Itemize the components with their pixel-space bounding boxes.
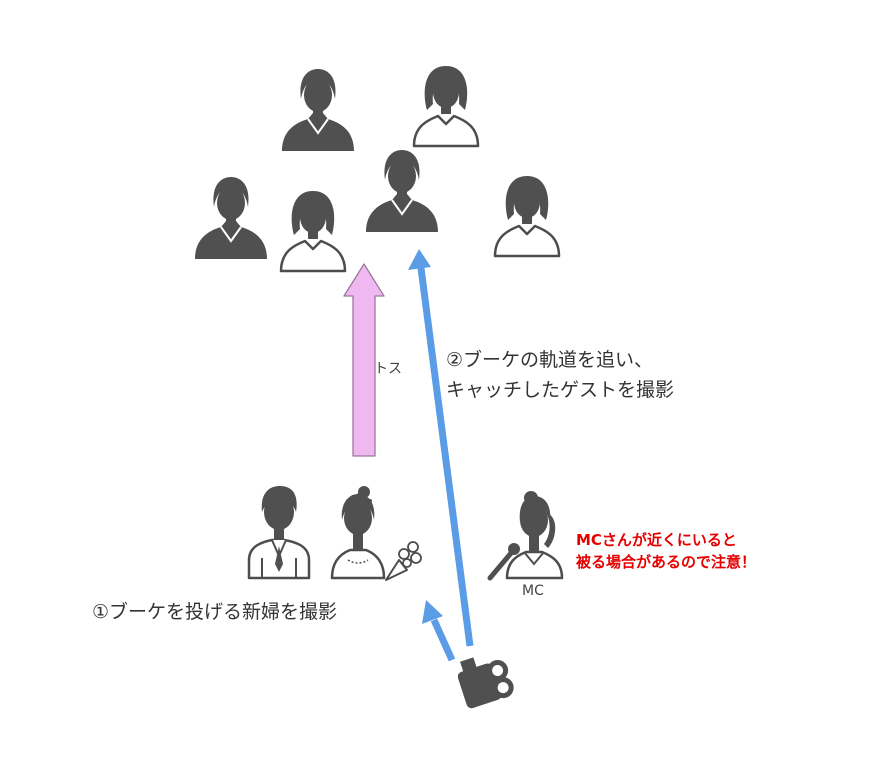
guest-3-icon [194,176,268,260]
bouquet-icon [385,541,422,581]
camera-to-guest-arrow [408,249,474,647]
guest-2-icon [412,64,480,148]
camera-icon [457,657,514,709]
mc-label: MC [522,583,544,599]
guest-5-icon [365,149,439,233]
guest-1-icon [281,68,355,152]
toss-arrow [343,263,385,457]
step2-label-line2: キャッチしたゲストを撮影 [446,379,675,401]
step2-label-line1: ②ブーケの軌道を追い、 [446,349,654,371]
groom-icon [247,486,311,580]
toss-label: トス [374,361,402,377]
warning-line2: 被る場合があるので注意！ [576,553,757,571]
guests-group [194,64,561,273]
guest-6-icon [493,174,561,258]
bride-icon [330,486,386,580]
guest-4-icon [279,189,347,273]
warning-line1: MCさんが近くにいると [576,531,737,549]
mc-icon [487,491,564,581]
step1-label: ①ブーケを投げる新婦を撮影 [92,601,338,623]
camera-to-bride-arrow [422,600,456,662]
